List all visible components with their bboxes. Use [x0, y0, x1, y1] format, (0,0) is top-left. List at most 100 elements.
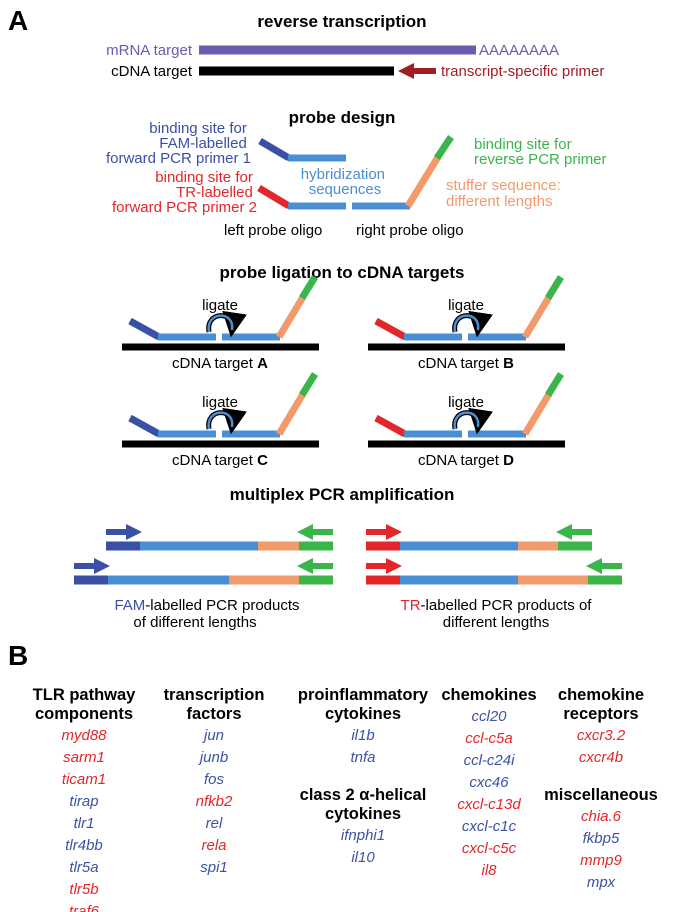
gene-name: ccl20	[471, 708, 507, 725]
reverse-binding-segment	[434, 135, 454, 160]
gene-name: rel	[206, 815, 223, 832]
ligate-arrow-fill	[453, 314, 480, 333]
gene-name: rela	[201, 837, 226, 854]
ligate-label: ligate	[202, 394, 238, 411]
fam-products-label: FAM-labelled PCR products	[114, 597, 299, 614]
right-probe-oligo-label: right probe oligo	[356, 222, 464, 239]
gene-name: myd88	[61, 727, 107, 744]
gene-name: cxcr4b	[579, 749, 623, 766]
cdna-target-label: cDNA target D	[418, 452, 514, 469]
ligation-unit-C: ligate cDNA target C	[122, 372, 319, 469]
ligate-label: ligate	[448, 394, 484, 411]
gene-name: traf6	[69, 903, 100, 912]
gene-name: tlr5b	[69, 881, 98, 898]
ligation-title: probe ligation to cDNA targets	[220, 263, 465, 282]
reverse-binding-segment	[545, 372, 564, 397]
cdna-target-label: cDNA target C	[172, 452, 268, 469]
stuffer-segment	[275, 392, 307, 436]
pcr-product	[74, 558, 333, 585]
forward-primer-tail	[128, 414, 161, 438]
gene-name: tlr5a	[69, 859, 98, 876]
fam-tail	[258, 137, 291, 162]
panel-a-letter: A	[8, 5, 28, 36]
gene-name: il1b	[351, 727, 374, 744]
forward-primer-tail	[374, 414, 407, 438]
gene-name: cxcl-c1c	[462, 818, 517, 835]
gene-name: spi1	[200, 859, 228, 876]
probe-design-title: probe design	[289, 108, 396, 127]
gene-name: nfkb2	[196, 793, 233, 810]
primer-label: transcript-specific primer	[441, 63, 604, 80]
tr-products-label-line2: different lengths	[443, 614, 549, 631]
reverse-primer-arrow-icon	[297, 558, 333, 574]
reverse-primer-arrow-icon	[297, 524, 333, 540]
ligation-unit-D: ligate cDNA target D	[368, 372, 565, 469]
pcr-title: multiplex PCR amplification	[230, 485, 455, 504]
gene-name: sarm1	[63, 749, 105, 766]
gene-group: transcriptionfactorsjunjunbfosnfkb2relre…	[164, 686, 265, 876]
reverse-binding-segment	[299, 372, 318, 397]
fam-binding-site-label: binding site for FAM-labelled forward PC…	[106, 120, 251, 167]
stuffer-segment	[275, 295, 307, 339]
gene-name: tlr4bb	[65, 837, 103, 854]
left-probe-oligo-label: left probe oligo	[224, 222, 322, 239]
gene-groups: TLR pathwaycomponentsmyd88sarm1ticam1tir…	[33, 686, 658, 912]
gene-name: junb	[198, 749, 228, 766]
gene-name: il10	[351, 849, 375, 866]
gene-group-header: cytokines	[325, 805, 401, 823]
tr-binding-site-label: binding site for TR-labelled forward PCR…	[112, 169, 257, 216]
pcr-product	[366, 524, 592, 551]
stuffer-segment	[405, 155, 441, 208]
forward-primer-tail	[128, 317, 161, 341]
gene-name: il8	[481, 862, 497, 879]
fam-products-label-line2: of different lengths	[133, 614, 256, 631]
gene-name: cxc46	[469, 774, 509, 791]
ligate-label: ligate	[448, 297, 484, 314]
gene-name: mpx	[587, 874, 616, 891]
gene-group-header: chemokine	[558, 686, 644, 704]
gene-group-header: TLR pathway	[33, 686, 136, 704]
gene-group-header: cytokines	[325, 705, 401, 723]
forward-primer-arrow-icon	[366, 558, 402, 574]
probe-design-section: probe design binding site for FAM-labell…	[106, 108, 607, 239]
gene-group-header: class 2 α-helical	[300, 786, 427, 804]
gene-name: tlr1	[74, 815, 95, 832]
gene-group: chemokinesccl20ccl-c5accl-c24icxc46cxcl-…	[441, 686, 536, 879]
pcr-product	[106, 524, 333, 551]
forward-primer-tail	[374, 317, 407, 341]
hybridization-label: hybridization sequences	[301, 166, 389, 198]
gene-name: ticam1	[62, 771, 106, 788]
ligate-arrow-fill	[207, 411, 234, 430]
forward-primer-arrow-icon	[74, 558, 110, 574]
polya-tail-label: AAAAAAAA	[479, 42, 559, 59]
gene-name: cxcl-c13d	[457, 796, 521, 813]
gene-group-header: miscellaneous	[544, 786, 658, 804]
gene-name: jun	[202, 727, 224, 744]
gene-name: cxcl-c5c	[462, 840, 517, 857]
reverse-binding-segment	[299, 275, 318, 300]
gene-name: tnfa	[350, 749, 375, 766]
mrna-target-label: mRNA target	[106, 42, 193, 59]
cdna-target-label: cDNA target	[111, 63, 193, 80]
gene-group-header: components	[35, 705, 133, 723]
reverse-binding-site-label: binding site for reverse PCR primer	[474, 136, 607, 168]
reverse-primer-arrow-icon	[556, 524, 592, 540]
tr-tail	[257, 184, 291, 210]
ligation-section: probe ligation to cDNA targets ligatecDN…	[122, 263, 565, 469]
reverse-transcription-title: reverse transcription	[257, 12, 426, 31]
primer-arrow-icon	[398, 63, 436, 79]
gene-name: cxcr3.2	[577, 727, 626, 744]
gene-name: mmp9	[580, 852, 622, 869]
reverse-binding-segment	[545, 275, 564, 300]
reverse-primer-arrow-icon	[586, 558, 622, 574]
forward-primer-arrow-icon	[366, 524, 402, 540]
gene-group-header: receptors	[563, 705, 638, 723]
stuffer-segment	[521, 295, 553, 339]
stuffer-label: stuffer sequence: different lengths	[446, 177, 565, 210]
